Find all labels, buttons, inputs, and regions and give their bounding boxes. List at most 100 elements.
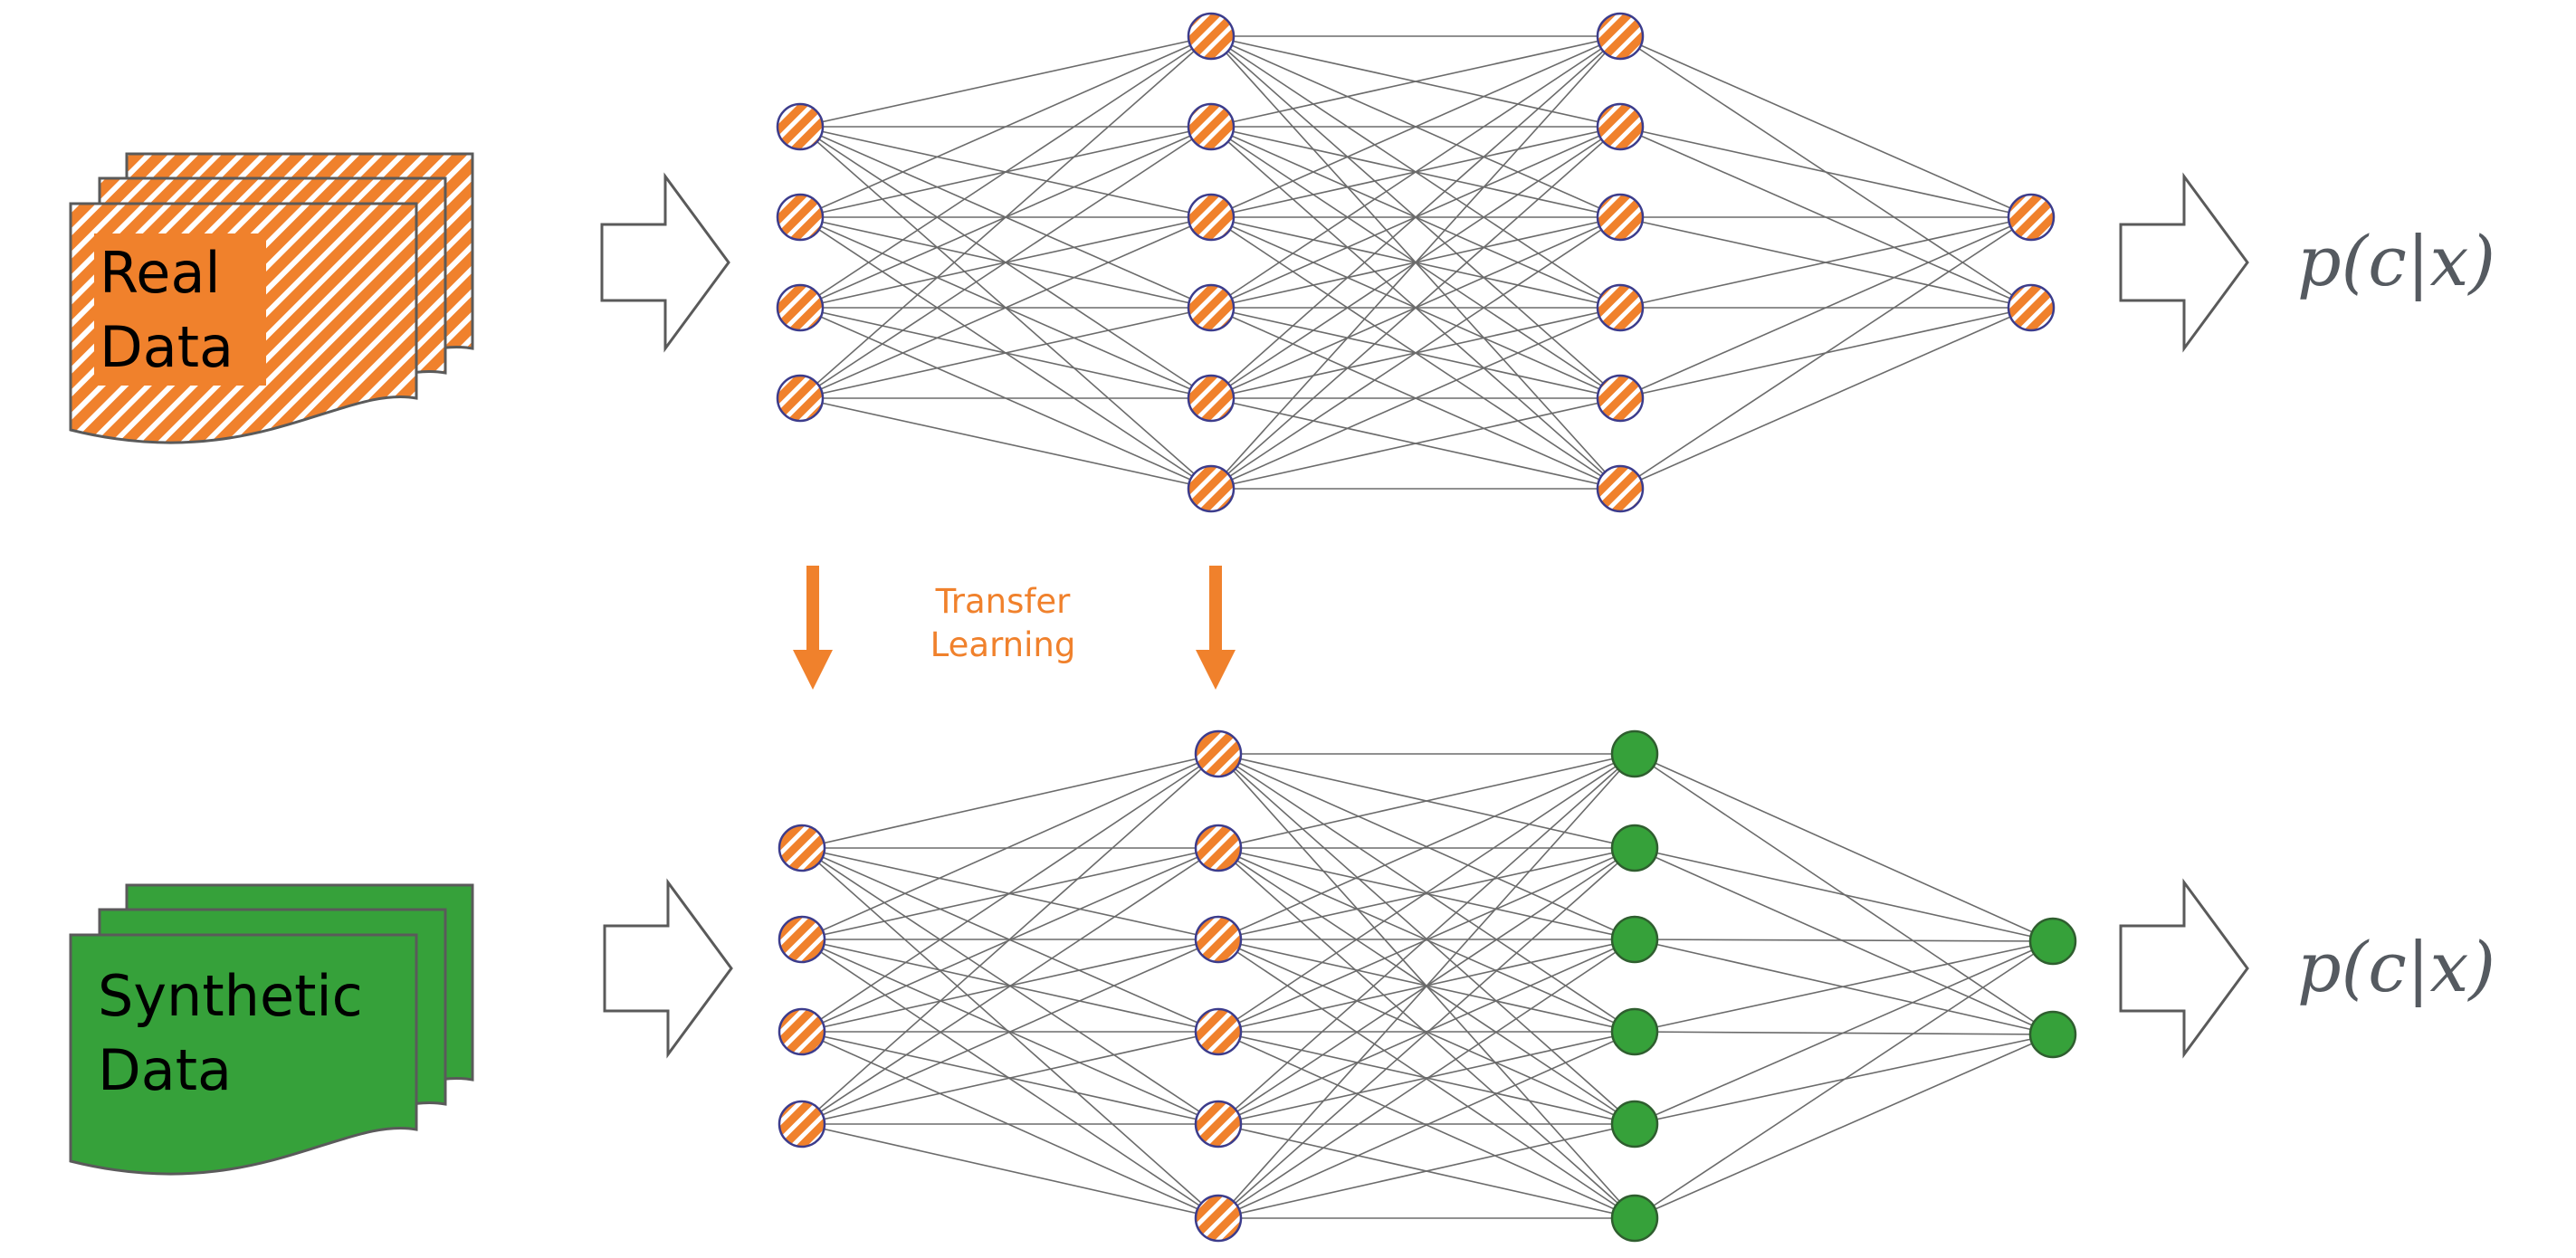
transfer-learning-label-line1: Transfer — [935, 582, 1072, 621]
network-edge — [1619, 216, 2032, 490]
output-formula-top: p(c|x) — [2297, 221, 2495, 301]
network-edge — [801, 847, 1219, 940]
network-node-orange — [778, 824, 826, 872]
target-network-layer-4 — [2028, 917, 2077, 1059]
network-edge — [1634, 940, 2054, 1033]
network-edge — [1217, 753, 1636, 940]
network-node-green — [1610, 1007, 1659, 1056]
transfer-learning-label-line2: Learning — [930, 625, 1076, 664]
network-node-orange — [1187, 283, 1236, 332]
network-node-orange — [1596, 102, 1645, 151]
network-node-orange — [1596, 193, 1645, 242]
network-edge — [1634, 939, 2054, 942]
network-edge — [1210, 35, 1621, 218]
network-node-orange — [776, 102, 825, 151]
network-edge — [1217, 939, 1636, 1125]
source-network-layer-1 — [776, 102, 825, 423]
network-node-green — [1610, 729, 1659, 778]
network-edge — [1619, 216, 2032, 399]
input-arrow-bottom — [603, 878, 733, 1059]
network-edge — [1634, 847, 2054, 942]
network-edge — [801, 939, 1219, 1125]
network-edge — [1634, 940, 2054, 1125]
network-node-orange — [778, 1100, 826, 1148]
network-edge — [1634, 753, 2054, 942]
target-network-layer-2 — [1194, 729, 1243, 1243]
synthetic-data-document-stack: Synthetic Data — [69, 883, 474, 1176]
source-network-layer-2 — [1187, 12, 1236, 513]
network-edge — [1634, 847, 2054, 1035]
network-node-orange — [778, 915, 826, 964]
transfer-arrow-right — [1196, 566, 1236, 690]
network-node-orange — [1596, 283, 1645, 332]
network-node-orange — [778, 1007, 826, 1056]
network-edge — [1217, 1123, 1636, 1219]
output-formula-bottom: p(c|x) — [2297, 927, 2495, 1007]
source-network-layer-3 — [1596, 12, 1645, 513]
synthetic-data-label-line2: Data — [98, 1037, 232, 1103]
network-node-orange — [1194, 729, 1243, 778]
network-edge — [1217, 753, 1636, 1125]
network-edge — [801, 847, 1219, 1219]
network-node-orange — [1194, 1194, 1243, 1243]
network-edge — [799, 397, 1212, 490]
network-edge — [799, 35, 1212, 399]
network-edge — [1210, 126, 1621, 490]
network-node-orange — [1194, 1007, 1243, 1056]
network-edge — [1210, 35, 1621, 128]
network-edge — [1619, 126, 2032, 218]
network-edge — [799, 35, 1212, 128]
network-edge — [799, 126, 1212, 399]
input-arrow-top — [600, 172, 730, 353]
network-node-orange — [2007, 283, 2056, 332]
network-node-orange — [1187, 12, 1236, 61]
real-data-label-line1: Real — [100, 240, 221, 306]
network-node-green — [1610, 1100, 1659, 1148]
network-node-green — [1610, 915, 1659, 964]
network-edge — [1619, 307, 2032, 490]
network-edge — [1210, 35, 1621, 490]
network-edge — [801, 939, 1219, 1219]
network-node-green — [1610, 1194, 1659, 1243]
network-edge — [1210, 35, 1621, 399]
network-edge — [1619, 35, 2032, 218]
network-node-orange — [776, 283, 825, 332]
network-node-orange — [2007, 193, 2056, 242]
target-network-edges — [801, 753, 2054, 1219]
network-edge — [1634, 940, 2054, 1219]
network-node-orange — [1187, 193, 1236, 242]
network-edge — [801, 1031, 1219, 1219]
network-edge — [799, 307, 1212, 399]
network-node-orange — [776, 193, 825, 242]
network-edge — [801, 847, 1219, 1125]
real-data-label-backdrop — [94, 233, 266, 386]
network-edge — [799, 35, 1212, 218]
network-edge — [801, 753, 1219, 849]
network-node-orange — [1596, 374, 1645, 423]
network-edge — [801, 753, 1219, 1125]
network-edge — [1210, 397, 1621, 490]
output-arrow-bottom — [2119, 878, 2249, 1059]
network-edge — [799, 216, 1212, 399]
network-edge — [801, 1123, 1219, 1219]
network-edge — [801, 1031, 1219, 1125]
source-network-layer-4 — [2007, 193, 2056, 332]
network-edge — [1217, 847, 1636, 940]
network-node-orange — [1194, 824, 1243, 872]
network-node-orange — [1187, 102, 1236, 151]
synthetic-data-label-line1: Synthetic — [98, 963, 363, 1029]
network-edge — [1217, 753, 1636, 849]
source-network-edges — [799, 35, 2032, 490]
network-node-orange — [1187, 464, 1236, 513]
network-edge — [1210, 216, 1621, 490]
network-edge — [1217, 753, 1636, 1219]
synthetic-data-page-front — [69, 933, 418, 1176]
network-edge — [1217, 1031, 1636, 1125]
network-edge — [1619, 216, 2032, 309]
network-node-green — [1610, 824, 1659, 872]
network-node-orange — [1194, 1100, 1243, 1148]
output-arrow-top — [2119, 172, 2249, 353]
transfer-arrow-left — [793, 566, 833, 690]
network-edge — [801, 753, 1219, 1033]
